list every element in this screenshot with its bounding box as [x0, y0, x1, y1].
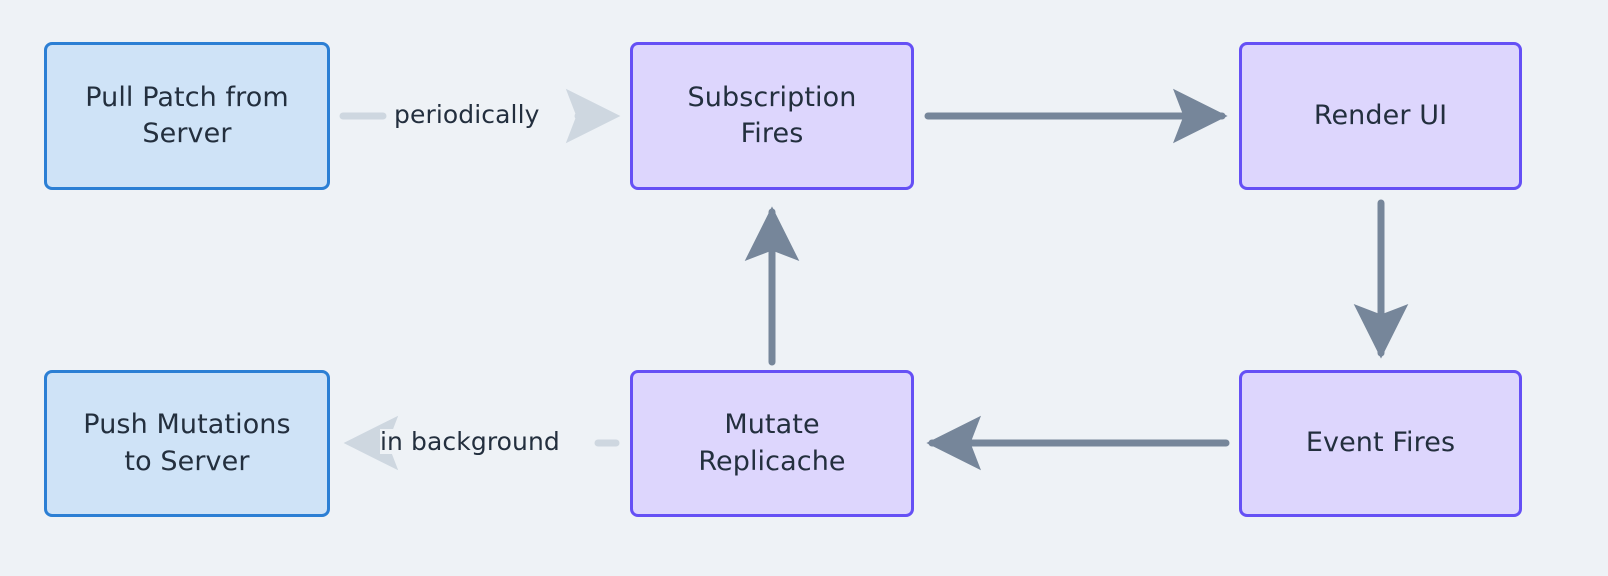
- node-push-mutations-to-server[interactable]: Push Mutations to Server: [44, 370, 330, 517]
- edge-label-in-background: in background: [380, 427, 560, 456]
- node-subscription-fires[interactable]: Subscription Fires: [630, 42, 914, 190]
- node-label: Render UI: [1313, 99, 1448, 131]
- node-label: Event Fires: [1305, 427, 1456, 459]
- node-label: Push Mutations to Server: [83, 409, 291, 477]
- node-label: Pull Patch from Server: [85, 81, 289, 149]
- node-pull-patch-from-server[interactable]: Pull Patch from Server: [44, 42, 330, 190]
- node-label: Mutate Replicache: [698, 409, 846, 477]
- node-label: Subscription Fires: [687, 81, 857, 149]
- edge-label-periodically: periodically: [394, 100, 540, 129]
- node-event-fires[interactable]: Event Fires: [1239, 370, 1522, 517]
- node-mutate-replicache[interactable]: Mutate Replicache: [630, 370, 914, 517]
- node-render-ui[interactable]: Render UI: [1239, 42, 1522, 190]
